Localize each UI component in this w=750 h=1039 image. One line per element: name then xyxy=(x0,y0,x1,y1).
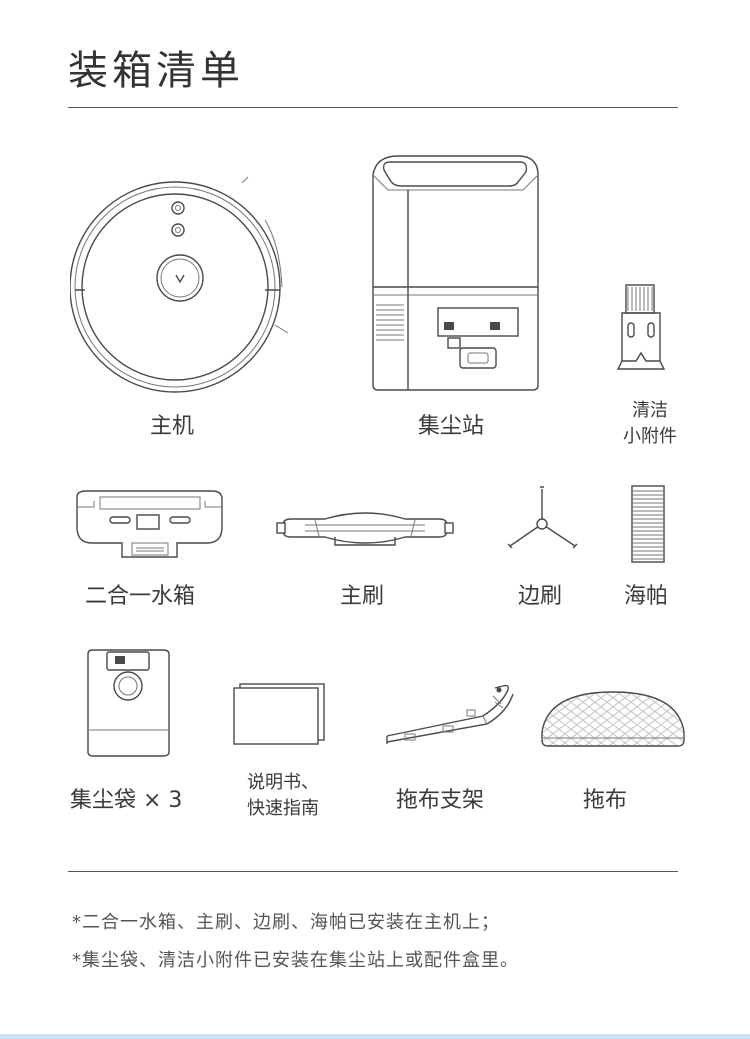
robot-image xyxy=(70,175,290,400)
note-installed-on-dock: *集尘袋、清洁小附件已安装在集尘站上或配件盒里。 xyxy=(72,950,519,971)
label-mop-bracket: 拖布支架 xyxy=(396,788,485,813)
label-robot: 主机 xyxy=(150,414,195,439)
mop-bracket-image xyxy=(383,682,523,750)
label-mop: 拖布 xyxy=(583,788,628,813)
label-water-tank: 二合一水箱 xyxy=(85,584,196,609)
mop-image xyxy=(538,688,688,750)
bottom-divider xyxy=(68,871,678,872)
label-cleaning-tool: 清洁 小附件 xyxy=(610,398,690,450)
label-cleaning-tool-line2: 小附件 xyxy=(623,426,677,447)
water-tank-image xyxy=(72,487,227,562)
label-manuals-line1: 说明书、 xyxy=(247,772,319,793)
main-brush-image xyxy=(275,505,455,550)
label-main-brush: 主刷 xyxy=(340,584,385,609)
label-dust-bag: 集尘袋 × 3 xyxy=(70,788,183,813)
bottom-accent-strip xyxy=(0,1034,750,1039)
label-hepa-filter: 海帕 xyxy=(624,584,669,609)
hepa-filter-image xyxy=(628,483,668,565)
label-side-brush: 边刷 xyxy=(518,584,563,609)
label-cleaning-tool-line1: 清洁 xyxy=(632,400,668,421)
side-brush-image xyxy=(505,484,580,554)
label-dock: 集尘站 xyxy=(418,414,485,439)
dock-image xyxy=(368,150,543,395)
cleaning-tool-image xyxy=(616,283,666,375)
manuals-image xyxy=(228,680,328,748)
label-manuals: 说明书、 快速指南 xyxy=(228,770,338,822)
top-divider xyxy=(68,107,678,108)
page-title: 装箱清单 xyxy=(68,48,244,94)
dust-bag-image xyxy=(83,648,173,760)
label-manuals-line2: 快速指南 xyxy=(247,798,319,819)
note-installed-on-robot: *二合一水箱、主刷、边刷、海帕已安装在主机上； xyxy=(72,912,500,933)
